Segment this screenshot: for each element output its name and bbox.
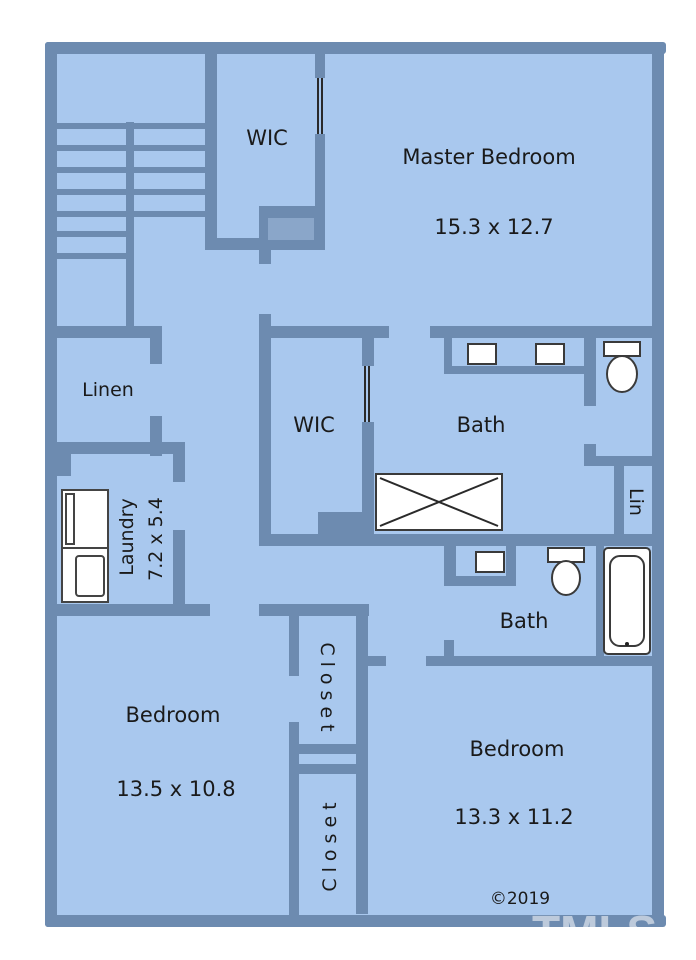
room-label-closet-a: Closet (316, 642, 338, 737)
room-label-hall-bath: Bath (500, 609, 549, 633)
room-dim-bedroom-left: 13.5 x 10.8 (116, 777, 235, 801)
room-label-laundry: Laundry (116, 498, 138, 575)
fixtures (61, 218, 651, 655)
room-label-closet-b: Closet (319, 796, 341, 891)
sink-icon (475, 551, 505, 573)
sliding-doors (317, 78, 370, 422)
room-label-master-bedroom: Master Bedroom (402, 145, 575, 169)
staircase (57, 122, 205, 332)
sink-icon (467, 343, 497, 365)
sink-icon (535, 343, 565, 365)
room-dim-laundry: 7.2 x 5.4 (145, 497, 167, 581)
room-label-wic-mid: WIC (293, 413, 335, 437)
room-label-bedroom-left: Bedroom (126, 703, 221, 727)
room-dim-bedroom-right: 13.3 x 11.2 (454, 805, 573, 829)
copyright-label: ©2019 (490, 889, 550, 909)
watermark-logo: TMLS (532, 906, 657, 958)
toilet-tank-icon (603, 341, 641, 357)
outer-walls (45, 42, 666, 927)
room-label-wic-top: WIC (246, 126, 288, 150)
room-label-master-bath: Bath (457, 413, 506, 437)
room-dim-master-bedroom: 15.3 x 12.7 (434, 215, 553, 239)
room-label-linen: Linen (82, 379, 134, 401)
room-label-lin: Lin (625, 488, 647, 516)
interior-walls (50, 50, 660, 922)
room-label-bedroom-right: Bedroom (470, 737, 565, 761)
toilet-tank-icon (547, 547, 585, 563)
toilet-bowl-icon (606, 355, 638, 393)
toilet-bowl-icon (551, 560, 581, 596)
